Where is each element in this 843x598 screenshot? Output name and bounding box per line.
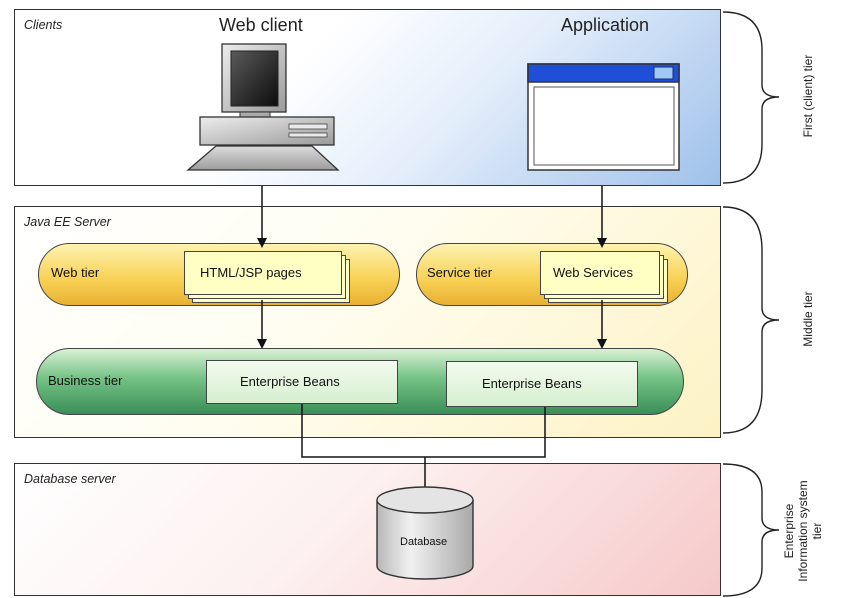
eis-tier-brace <box>722 463 780 597</box>
middle-tier-label: Middle tier <box>801 291 815 347</box>
first-tier-label: First (client) tier <box>801 54 815 138</box>
enterprise-beans-label-1: Enterprise Beans <box>240 374 340 389</box>
database-server-label: Database server <box>24 472 116 486</box>
database-label: Database <box>400 536 448 548</box>
service-tier-label: Service tier <box>427 265 493 280</box>
business-tier-label: Business tier <box>48 373 123 388</box>
enterprise-beans-label-2: Enterprise Beans <box>482 376 582 391</box>
web-services-card <box>540 251 660 295</box>
web-services-label: Web Services <box>553 265 633 280</box>
eis-tier-label-line-1: Enterprise <box>782 503 796 559</box>
html-jsp-pages-card <box>184 251 342 295</box>
html-jsp-pages-label: HTML/JSP pages <box>200 265 302 280</box>
beans-connector <box>301 404 546 458</box>
middle-tier-brace <box>722 206 780 434</box>
desktop-computer-icon <box>186 43 340 171</box>
first-tier-brace <box>722 11 780 184</box>
clients-label: Clients <box>24 18 63 32</box>
database-cylinder-icon <box>376 486 474 580</box>
eis-tier-label: Enterprise Information system tier <box>782 471 824 591</box>
eis-tier-label-line-3: tier <box>810 522 824 540</box>
web-client-title: Web client <box>219 15 303 35</box>
application-title: Application <box>561 15 650 35</box>
java-ee-server-label: Java EE Server <box>24 215 111 229</box>
eis-tier-label-line-2: Information system <box>796 480 810 582</box>
enterprise-beans-box-1 <box>206 360 398 404</box>
database-server-panel: Database server <box>14 463 721 596</box>
application-window-icon <box>527 63 680 171</box>
enterprise-beans-box-2 <box>446 361 638 407</box>
web-tier-label: Web tier <box>51 265 100 280</box>
